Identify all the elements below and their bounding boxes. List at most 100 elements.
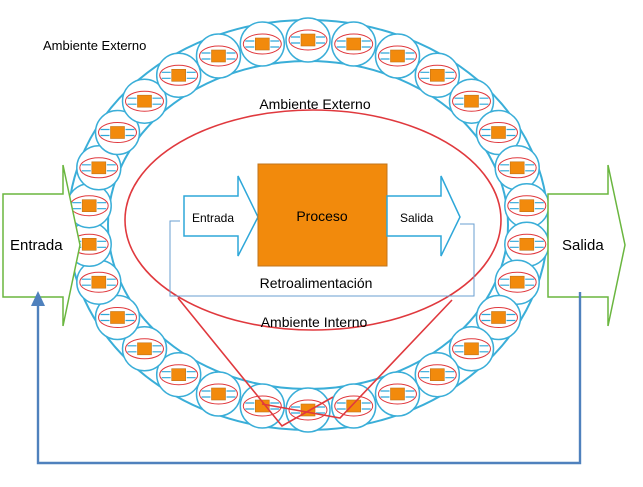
inner-output-label: Salida (400, 211, 434, 225)
subsystem-process (519, 238, 535, 251)
subsystem-internal-ellipse (417, 364, 457, 386)
subsystem (155, 52, 202, 99)
subsystem-process (464, 94, 479, 108)
subsystem-internal-ellipse (199, 383, 238, 405)
external-output-label: Salida (562, 237, 604, 254)
subsystem (494, 145, 540, 191)
subsystem-process (137, 342, 152, 356)
subsystem-process (300, 33, 316, 47)
subsystem-internal-ellipse (452, 338, 491, 360)
subsystem-process (110, 126, 125, 139)
subsystem-flow-lines (161, 371, 196, 379)
subsystem-internal-ellipse (199, 45, 238, 67)
subsystem-flow-lines (420, 371, 455, 379)
subsystem-process (509, 275, 525, 289)
subsystem (475, 294, 522, 341)
subsystem-internal-ellipse (98, 307, 137, 328)
subsystem-flow-lines (509, 240, 544, 248)
subsystem-process (429, 368, 445, 382)
subsystem-flow-lines (481, 128, 516, 137)
subsystem-internal-ellipse (159, 64, 199, 86)
subsystem-process (171, 69, 186, 82)
external-feedback-loop (36, 292, 582, 465)
subsystem (121, 78, 168, 124)
subsystem-process (491, 311, 506, 324)
outer-environment-label: Ambiente Externo (43, 38, 146, 53)
subsystem-flow-lines (481, 313, 516, 322)
subsystem-flow-lines (291, 406, 325, 414)
external-input-arrow (2, 164, 81, 327)
feedback-label: Retroalimentación (260, 275, 373, 291)
subsystem (195, 371, 242, 417)
subsystem (94, 109, 141, 156)
subsystem-process (491, 126, 506, 139)
subsystem (414, 351, 461, 398)
subsystem-process (519, 199, 535, 212)
subsystem-flow-lines (245, 40, 280, 48)
subsystem (374, 33, 421, 79)
subsystem (374, 371, 421, 417)
internal-environment-ellipse (124, 109, 502, 331)
subsystem-internal-ellipse (507, 195, 547, 217)
subsystem (494, 259, 540, 305)
subsystem-flow-lines (380, 390, 415, 398)
subsystem-flow-lines (291, 36, 325, 44)
subsystem-internal-ellipse (497, 271, 537, 293)
subsystem-flow-lines (420, 71, 455, 79)
subsystem-internal-ellipse (242, 33, 282, 55)
external-input-label: Entrada (10, 237, 63, 254)
subsystem (448, 78, 495, 124)
subsystem-flow-lines (201, 390, 236, 398)
subsystem (285, 387, 331, 433)
subsystem (414, 52, 461, 99)
subsystem-process (171, 368, 186, 382)
subsystem (330, 383, 377, 429)
subsystem-process (390, 387, 405, 401)
subsystem-internal-ellipse (125, 90, 164, 112)
subsystem-flow-lines (500, 164, 535, 172)
subsystem-flow-lines (127, 97, 162, 105)
subsystem-flow-lines (454, 97, 489, 105)
subsystem-flow-lines (127, 345, 162, 353)
external-output-arrow (547, 164, 626, 327)
subsystem-internal-ellipse (288, 399, 328, 421)
subsystem (195, 33, 242, 79)
subsystem-internal-ellipse (125, 338, 164, 360)
subsystem-internal-ellipse (417, 64, 457, 86)
subsystem-internal-ellipse (452, 90, 491, 112)
subsystem-internal-ellipse (159, 364, 199, 386)
subsystem-internal-ellipse (334, 395, 374, 417)
subsystem-flow-lines (100, 313, 135, 322)
subsystem-flow-lines (72, 202, 107, 210)
funnel-line-right (261, 299, 453, 419)
subsystem-process (91, 275, 107, 289)
subsystem (330, 21, 377, 67)
subsystem-process (211, 49, 226, 63)
inner-input-arrow (183, 175, 259, 257)
subsystem-flow-lines (245, 402, 280, 410)
subsystem (155, 351, 202, 398)
subsystem-process (464, 342, 479, 356)
subsystem-flow-lines (161, 71, 196, 79)
subsystem-internal-ellipse (334, 33, 374, 55)
subsystem-internal-ellipse (507, 233, 547, 255)
subsystem (448, 326, 495, 372)
subsystem-flow-lines (380, 52, 415, 60)
subsystem-process (137, 94, 152, 108)
subsystem (76, 259, 122, 305)
subsystem-process (346, 37, 362, 51)
subsystem (76, 145, 122, 191)
inner-output-arrow (386, 175, 461, 257)
subsystem (239, 21, 286, 67)
subsystem-process (211, 387, 226, 401)
subsystem-flow-lines (81, 278, 116, 286)
subsystem (504, 221, 550, 268)
subsystem (504, 182, 550, 229)
subsystem-internal-ellipse (479, 307, 518, 328)
subsystem (475, 109, 522, 156)
subsystem-internal-ellipse (378, 45, 417, 67)
subsystem-flow-lines (100, 128, 135, 137)
subsystem-internal-ellipse (98, 122, 137, 143)
subsystem-internal-ellipse (242, 395, 282, 417)
